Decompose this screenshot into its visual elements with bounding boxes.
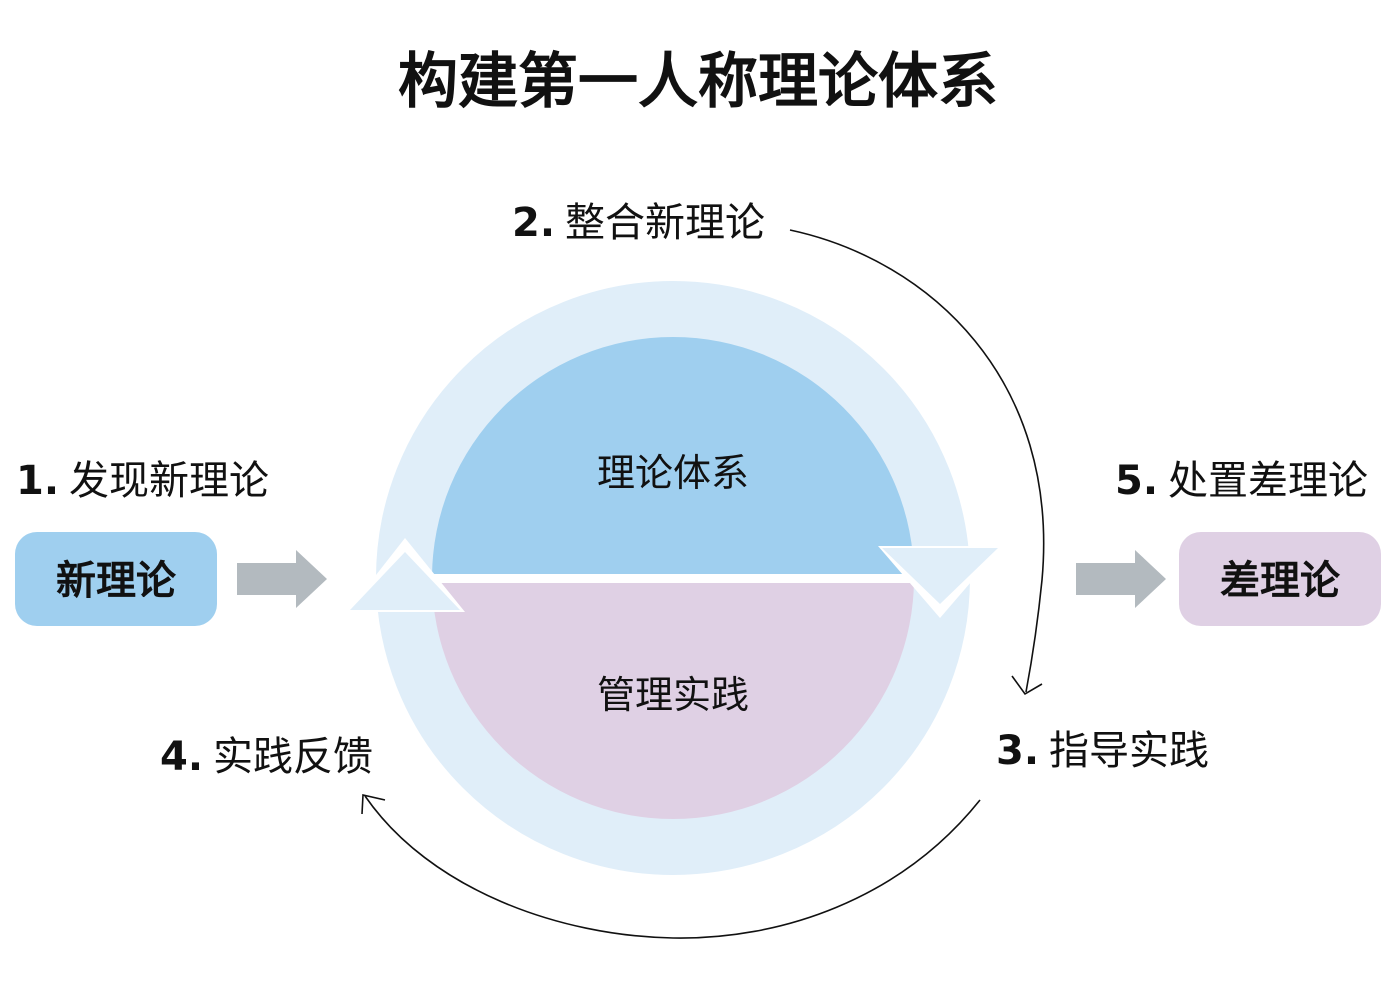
down-arrowhead-icon <box>882 548 998 604</box>
circle-top-label: 理论体系 <box>597 451 749 495</box>
diagram-title: 构建第一人称理论体系 <box>398 47 998 117</box>
svg-text:4.实践反馈: 4.实践反馈 <box>160 734 373 780</box>
right-arrow-icon <box>1076 550 1166 608</box>
step-3: 3.指导实践 <box>996 728 1209 774</box>
integrate-arc-arrow <box>789 229 1045 693</box>
step-5: 5.处置差理论 <box>1115 458 1368 504</box>
circle-bottom-label: 管理实践 <box>597 673 749 717</box>
bad-theory-box <box>1179 532 1381 626</box>
new-theory-box <box>15 532 217 626</box>
theory-system-half <box>432 337 914 574</box>
svg-text:2.整合新理论: 2.整合新理论 <box>512 200 765 246</box>
svg-text:3.指导实践: 3.指导实践 <box>996 728 1209 774</box>
arrowhead-icon <box>1011 675 1043 696</box>
step-2: 2.整合新理论 <box>512 200 765 246</box>
svg-text:5.处置差理论: 5.处置差理论 <box>1115 458 1368 504</box>
bad-theory-label: 差理论 <box>1220 558 1341 604</box>
right-arrow-icon <box>237 550 327 608</box>
up-arrowhead-icon <box>350 552 460 610</box>
management-practice-half <box>432 583 914 819</box>
svg-text:1.发现新理论: 1.发现新理论 <box>16 458 269 504</box>
new-theory-label: 新理论 <box>56 558 177 604</box>
feedback-arc-arrow <box>364 795 981 939</box>
step-1: 1.发现新理论 <box>16 458 269 504</box>
arrowhead-icon <box>361 794 386 815</box>
step-4: 4.实践反馈 <box>160 734 373 780</box>
